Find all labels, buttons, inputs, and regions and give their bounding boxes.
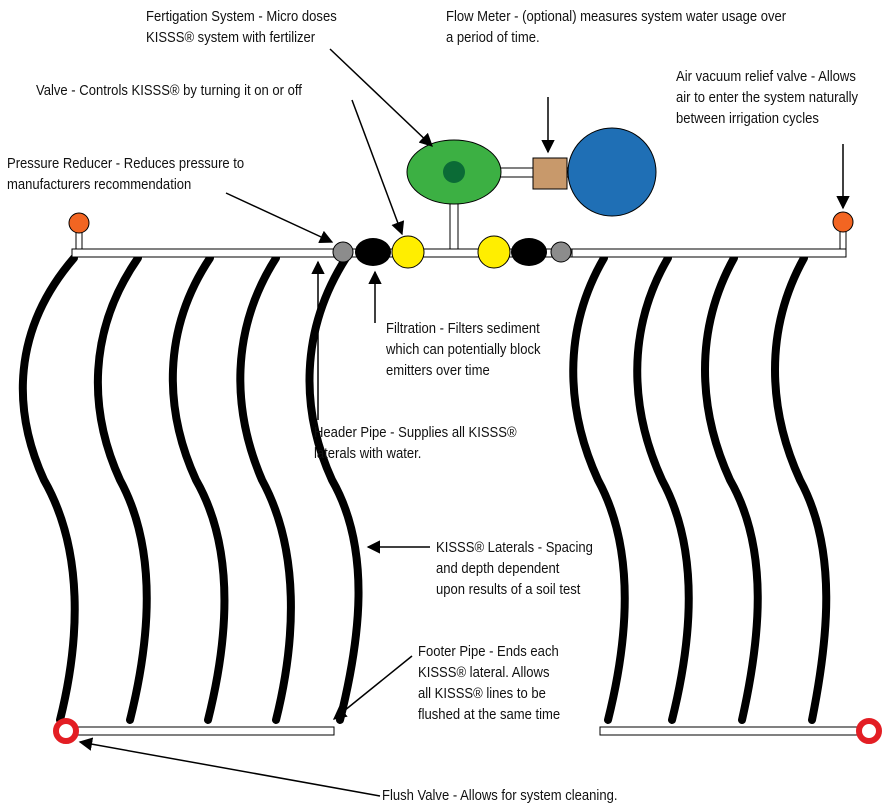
lateral-left-2 [93,254,151,724]
pressure-reducer-icon-left [332,241,354,263]
lateral-left-5 [305,254,363,724]
valve-icon-left [391,235,425,269]
air-vacuum-valve-icon-right [832,211,854,233]
lateral-left-1 [18,254,79,724]
lateral-right-4 [771,254,831,724]
air-vacuum-valve-icon-left [68,212,90,234]
lateral-right-3 [701,254,762,724]
pressure-reducer-arrow [225,192,334,244]
flush-valve-arrow [78,737,381,797]
valve-arrow [351,99,405,236]
fertilizer-tank-icon [567,127,657,217]
fertigation-core-icon [443,161,465,183]
lateral-right-2 [633,254,693,724]
flush-valve-label: Flush Valve - Allows for system cleaning… [382,788,618,804]
air-valve-stem-right [839,229,847,250]
flow-meter-icon [532,157,568,190]
pressure-reducer-icon-right [550,241,572,263]
lateral-left-3 [168,254,229,724]
footer-pipe-left [65,726,335,736]
header-pipe-label: Header Pipe - Supplies all KISSS®lateral… [314,425,517,462]
flow-meter-label: Flow Meter - (optional) measures system … [446,9,787,46]
footer-pipe-right [599,726,861,736]
footer-pipe-arrow [332,655,413,720]
fertigation-to-meter-pipe [497,167,535,178]
lateral-right-1 [569,254,629,724]
header-pipe-right [571,248,847,258]
valve-icon-right [477,235,511,269]
header-pipe-left [71,248,341,258]
lateral-left-4 [236,254,295,724]
fertigation-arrow [329,48,433,147]
flush-valve-icon-right [856,718,882,744]
valve-label: Valve - Controls KISSS® by turning it on… [36,83,302,99]
flush-valve-icon-left [53,718,79,744]
filter-icon-left [355,238,391,266]
filter-icon-right [511,238,547,266]
